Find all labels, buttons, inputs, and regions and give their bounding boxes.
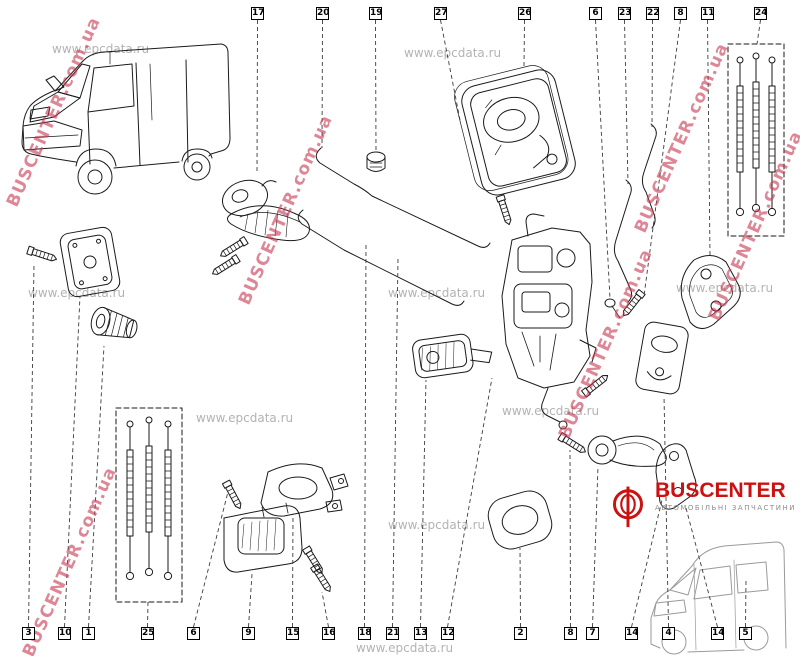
callout-bottom-16[interactable]: 16	[322, 627, 336, 640]
callout-bottom-13[interactable]: 13	[414, 627, 428, 640]
callout-bottom-1[interactable]: 1	[82, 627, 95, 640]
lock-cylinder	[90, 306, 138, 339]
handle-housing	[454, 65, 576, 196]
leader-line-22	[651, 19, 653, 128]
callout-bottom-5[interactable]: 5	[739, 627, 752, 640]
callout-top-19[interactable]: 19	[369, 7, 383, 20]
leader-line-4	[663, 395, 669, 628]
leader-line-18	[364, 244, 367, 628]
bell-crank-lever	[655, 443, 697, 510]
leader-line-2	[519, 547, 521, 628]
callout-bottom-3[interactable]: 3	[22, 627, 35, 640]
watermark-epcdata: www.epcdata.ru	[28, 286, 126, 300]
rod-repair-kit-25	[115, 407, 183, 603]
rod-repair-kit-24	[727, 43, 785, 237]
leader-line-23	[624, 19, 629, 185]
leader-line-13	[420, 379, 427, 628]
leader-line-15	[292, 513, 294, 628]
latch-cover-assembly	[223, 463, 349, 573]
logo-tagline: АВТОМОБІЛЬНІ ЗАПЧАСТИНИ	[655, 504, 796, 512]
callout-bottom-6[interactable]: 6	[187, 627, 200, 640]
grommet	[366, 151, 386, 172]
callout-bottom-18[interactable]: 18	[358, 627, 372, 640]
leader-line-9	[248, 573, 253, 628]
callout-bottom-4[interactable]: 4	[662, 627, 675, 640]
callout-bottom-21[interactable]: 21	[386, 627, 400, 640]
watermark-epcdata: www.epcdata.ru	[388, 286, 486, 300]
leader-line-14	[631, 499, 663, 628]
callout-bottom-12[interactable]: 12	[441, 627, 455, 640]
leader-line-12	[447, 377, 493, 628]
callout-top-26[interactable]: 26	[518, 7, 532, 20]
watermark-epcdata: www.epcdata.ru	[676, 281, 774, 295]
leader-line-7	[592, 465, 599, 628]
watermark-epcdata: www.epcdata.ru	[196, 411, 294, 425]
van-illustration	[21, 43, 231, 195]
leader-line-6	[595, 19, 611, 300]
callout-bottom-15[interactable]: 15	[286, 627, 300, 640]
leader-line-20	[321, 19, 323, 149]
interior-release-lever	[587, 435, 667, 467]
leader-line-11	[707, 19, 711, 257]
callout-top-27[interactable]: 27	[434, 7, 448, 20]
latch-rods-right	[613, 123, 657, 303]
callout-bottom-25[interactable]: 25	[141, 627, 155, 640]
callout-bottom-7[interactable]: 7	[586, 627, 599, 640]
callout-top-11[interactable]: 11	[701, 7, 715, 20]
callout-top-6[interactable]: 6	[589, 7, 602, 20]
van-sketch-small	[650, 541, 787, 655]
leader-line-3	[28, 263, 35, 628]
leader-line-27	[440, 19, 461, 121]
callout-top-17[interactable]: 17	[251, 7, 265, 20]
callout-top-8[interactable]: 8	[674, 7, 687, 20]
callout-top-23[interactable]: 23	[618, 7, 632, 20]
check-strap-bracket	[680, 255, 741, 329]
leader-line-10	[64, 295, 81, 628]
callout-top-22[interactable]: 22	[646, 7, 660, 20]
callout-bottom-14[interactable]: 14	[711, 627, 725, 640]
leader-line-19	[375, 19, 377, 152]
leader-line-8	[569, 449, 571, 628]
lock-actuator	[412, 333, 493, 379]
watermark-epcdata: www.epcdata.ru	[404, 46, 502, 60]
leader-line-26	[523, 19, 525, 67]
callout-bottom-2[interactable]: 2	[514, 627, 527, 640]
leader-line-17	[256, 19, 258, 173]
exterior-door-handle	[222, 179, 310, 242]
door-lock-mechanism	[501, 213, 597, 430]
leader-line-8	[643, 19, 681, 297]
watermark-epcdata: www.epcdata.ru	[502, 404, 600, 418]
hex-bolt	[604, 298, 621, 319]
watermark-epcdata: www.epcdata.ru	[356, 641, 454, 655]
callout-bottom-9[interactable]: 9	[242, 627, 255, 640]
watermark-epcdata: www.epcdata.ru	[388, 518, 486, 532]
buscenter-logo-icon	[612, 486, 644, 528]
leader-line-21	[392, 257, 399, 628]
logo-wordmark: BUSCENTER	[655, 479, 786, 502]
lock-striker	[635, 321, 689, 395]
callout-top-24[interactable]: 24	[754, 7, 768, 20]
lock-gasket-plate	[59, 226, 121, 298]
callout-bottom-14[interactable]: 14	[625, 627, 639, 640]
leader-line-6	[193, 491, 229, 628]
control-rods	[297, 147, 491, 306]
watermark-epcdata: www.epcdata.ru	[52, 42, 150, 56]
callout-bottom-10[interactable]: 10	[58, 627, 72, 640]
handle-gasket	[487, 490, 553, 550]
callout-bottom-8[interactable]: 8	[564, 627, 577, 640]
leader-line-5	[745, 579, 747, 628]
leader-line-1	[88, 345, 105, 628]
leader-line-16	[321, 591, 329, 628]
callout-top-20[interactable]: 20	[316, 7, 330, 20]
buscenter-logo: BUSCENTER АВТОМОБІЛЬНІ ЗАПЧАСТИНИ	[606, 480, 796, 532]
